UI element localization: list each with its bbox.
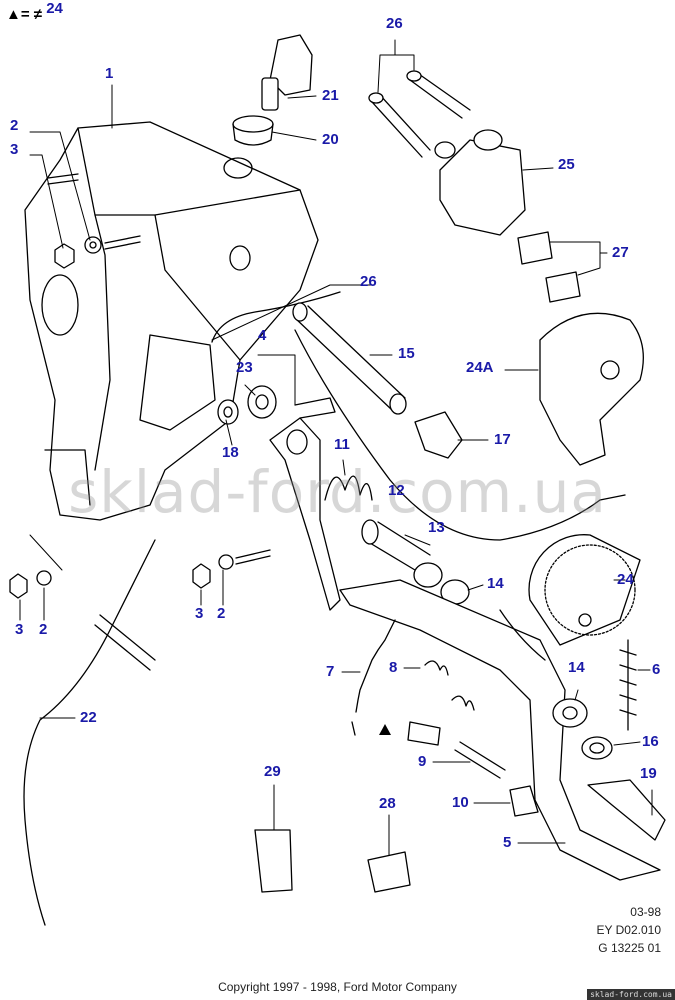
clip-10 [509, 785, 539, 817]
callout-29: 29 [264, 763, 281, 780]
bush-a [407, 721, 441, 746]
callout-7: 7 [326, 663, 335, 680]
spring-11 [324, 475, 373, 501]
callout-13: 13 [428, 519, 445, 536]
callout-28: 28 [379, 795, 396, 812]
cable-12 [294, 329, 626, 541]
pedal-bracket [24, 121, 319, 521]
harness-26 [211, 291, 341, 343]
clip-28 [367, 851, 411, 893]
triangle-icon [379, 724, 391, 735]
callout-8: 8 [389, 659, 398, 676]
quadrant-24 [528, 534, 641, 646]
washer-nut-left [9, 570, 52, 599]
bush-23 [247, 385, 277, 419]
cable-boot [94, 614, 156, 671]
callout-6: 6 [652, 661, 661, 678]
legend-symbol: ▲= ≠ [6, 6, 43, 23]
callout-26: 26 [360, 273, 377, 290]
callout-2-mid: 2 [217, 605, 226, 622]
callout-26-top: 26 [386, 15, 403, 32]
callout-14-top: 14 [487, 575, 504, 592]
bush-18 [217, 399, 239, 425]
grommet-20 [232, 115, 274, 146]
callout-3-mid: 3 [195, 605, 204, 622]
callout-20: 20 [322, 131, 339, 148]
bolts-26 [368, 70, 471, 158]
sleeve-29 [254, 829, 293, 893]
drawing-date: 03-98 [630, 905, 661, 919]
clips-27 [517, 231, 581, 303]
spring-6 [619, 639, 637, 731]
callout-23: 23 [236, 359, 253, 376]
legend-ref: 24 [46, 0, 63, 17]
watermark: sklad-ford.com.ua [68, 458, 607, 526]
callout-18: 18 [222, 444, 239, 461]
callout-24a: 24A [466, 359, 494, 376]
springs-8 [424, 660, 475, 711]
spring-7 [351, 619, 396, 736]
callout-11: 11 [334, 436, 350, 453]
pad-19 [587, 779, 666, 841]
bush-14 [552, 698, 588, 728]
segment-24a [539, 312, 644, 466]
callout-2-left: 2 [39, 621, 48, 638]
callout-9: 9 [418, 753, 427, 770]
callout-5: 5 [503, 834, 512, 851]
site-badge: sklad-ford.com.ua [587, 989, 675, 1000]
washer-16 [581, 736, 613, 760]
pedal-4 [269, 397, 341, 611]
callout-19: 19 [640, 765, 657, 782]
callout-24: 24 [617, 571, 634, 588]
callout-2: 2 [10, 117, 19, 134]
copyright-text: Copyright 1997 - 1998, Ford Motor Compan… [218, 980, 457, 994]
callout-10: 10 [452, 794, 469, 811]
tube-15 [292, 302, 407, 415]
callout-16: 16 [642, 733, 659, 750]
drawing-group: G 13225 01 [598, 941, 661, 955]
callout-21: 21 [322, 87, 339, 104]
legend: ▲= ≠ 24 [6, 0, 63, 23]
leader-lines [19, 39, 653, 856]
pedal-5 [339, 579, 661, 881]
callout-3-left: 3 [15, 621, 24, 638]
callout-3: 3 [10, 141, 19, 158]
washer-nut-mid [192, 549, 271, 589]
callout-4: 4 [258, 327, 267, 344]
callout-25: 25 [558, 156, 575, 173]
pin-9 [454, 741, 506, 779]
drawing-code: EY D02.010 [596, 923, 662, 937]
callout-12: 12 [388, 482, 405, 499]
washer-nut-top-left [47, 173, 141, 269]
cable-22 [23, 539, 156, 926]
callout-17: 17 [494, 431, 511, 448]
callout-15: 15 [398, 345, 415, 362]
connector-21 [261, 34, 313, 111]
switch-25 [434, 129, 526, 236]
callout-14: 14 [568, 659, 585, 676]
bush-13 [361, 519, 443, 588]
callout-1: 1 [105, 65, 114, 82]
clip-17 [414, 411, 463, 459]
callout-22: 22 [80, 709, 97, 726]
callout-27: 27 [612, 244, 629, 261]
